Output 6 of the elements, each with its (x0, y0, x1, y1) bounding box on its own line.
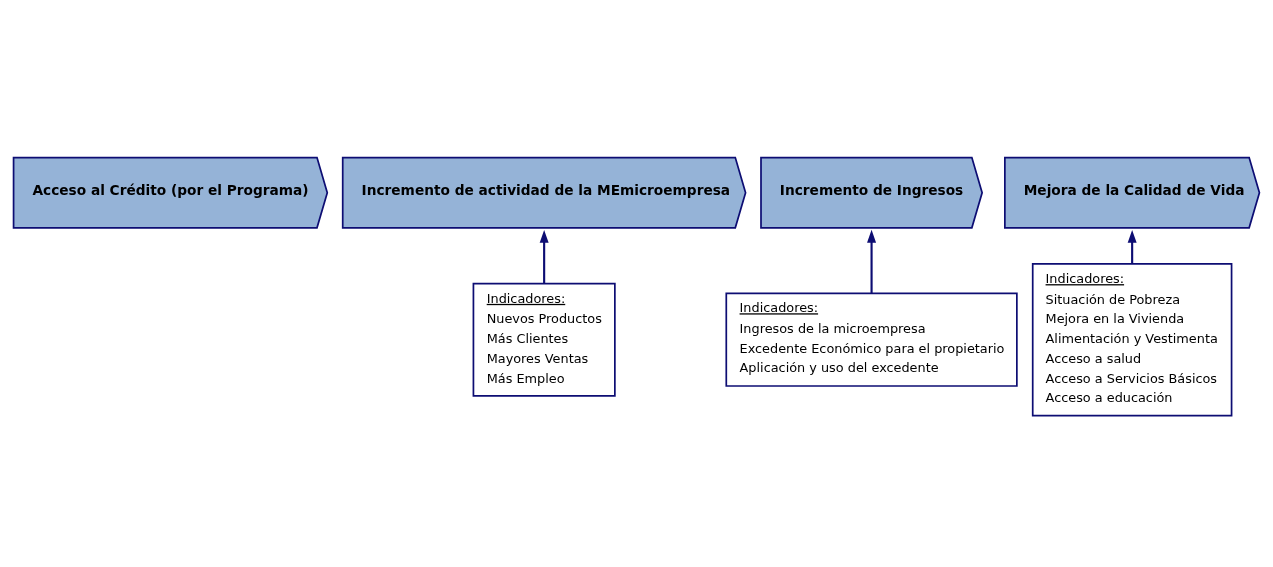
node-box: Indicadores: Nuevos Productos Más Clientes Mayores Ventas Más Empleo (472, 282, 616, 397)
node-box: Indicadores: Ingresos de la microempresa Excedente Económico para el propietario Aplicación y uso del excedente (725, 292, 1018, 387)
arrow (1127, 229, 1137, 264)
arrow (867, 229, 877, 293)
arrow (539, 229, 549, 283)
node-box: Indicadores: Situación de Pobreza Mejora en la Vivienda Alimentación y Vestimenta Acceso a salud Acceso a Servicios Básicos Acceso a educación (1031, 262, 1233, 416)
